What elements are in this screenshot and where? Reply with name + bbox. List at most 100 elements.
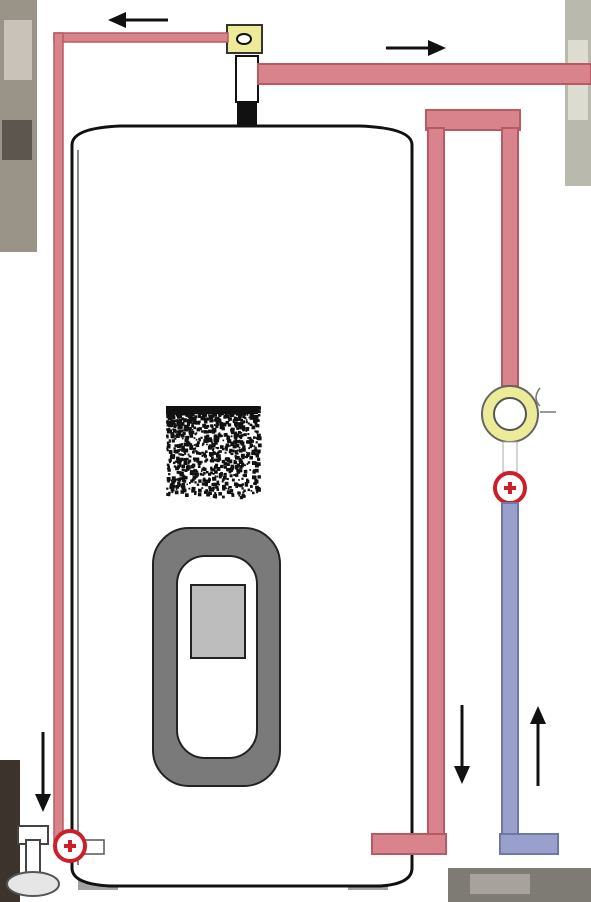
label-speckle bbox=[258, 475, 261, 478]
label-speckle bbox=[231, 467, 233, 469]
label-speckle bbox=[200, 461, 203, 464]
arrow-left-drain bbox=[35, 732, 51, 812]
label-speckle bbox=[189, 428, 192, 431]
label-speckle bbox=[169, 450, 173, 454]
label-speckle bbox=[258, 444, 262, 448]
label-speckle bbox=[246, 419, 248, 421]
label-speckle bbox=[194, 469, 197, 472]
label-speckle bbox=[225, 482, 229, 486]
label-speckle bbox=[201, 487, 203, 489]
label-speckle bbox=[226, 416, 229, 419]
label-speckle bbox=[240, 461, 243, 464]
label-speckle bbox=[250, 445, 252, 447]
label-speckle bbox=[205, 481, 207, 483]
tank-nipple bbox=[236, 56, 258, 102]
label-speckle bbox=[255, 480, 259, 484]
label-speckle bbox=[185, 493, 189, 497]
access-panel-window bbox=[191, 585, 245, 658]
label-speckle bbox=[223, 440, 225, 442]
label-speckle bbox=[249, 456, 253, 460]
label-speckle bbox=[185, 439, 189, 443]
label-speckle bbox=[226, 449, 228, 451]
pump-to-valve-pipe bbox=[503, 442, 517, 472]
label-speckle bbox=[184, 453, 186, 455]
label-speckle bbox=[182, 486, 186, 490]
label-speckle bbox=[187, 465, 191, 469]
label-speckle bbox=[198, 489, 202, 493]
cold-return-pipe bbox=[502, 503, 518, 834]
label-speckle bbox=[222, 460, 225, 463]
label-speckle bbox=[222, 487, 225, 490]
label-speckle bbox=[244, 474, 247, 477]
label-speckle bbox=[189, 434, 193, 438]
label-speckle bbox=[251, 424, 253, 426]
label-speckle bbox=[185, 461, 187, 463]
label-speckle bbox=[208, 430, 212, 434]
label-speckle bbox=[166, 436, 168, 438]
label-speckle bbox=[200, 437, 202, 439]
label-speckle bbox=[254, 472, 256, 474]
label-speckle bbox=[249, 469, 251, 471]
label-speckle bbox=[186, 443, 189, 446]
label-speckle bbox=[246, 456, 249, 459]
label-speckle bbox=[180, 427, 182, 429]
label-speckle bbox=[203, 468, 207, 472]
label-speckle bbox=[234, 461, 238, 465]
label-speckle bbox=[217, 483, 219, 485]
label-speckle bbox=[242, 492, 244, 494]
label-speckle bbox=[223, 474, 225, 476]
label-speckle bbox=[253, 436, 256, 439]
label-speckle bbox=[202, 444, 204, 446]
label-speckle bbox=[199, 439, 201, 441]
label-speckle bbox=[242, 483, 244, 485]
label-speckle bbox=[196, 451, 199, 454]
label-speckle bbox=[171, 435, 174, 438]
label-speckle bbox=[177, 471, 180, 474]
label-speckle bbox=[227, 478, 229, 480]
label-speckle bbox=[172, 476, 176, 480]
label-speckle bbox=[198, 479, 201, 482]
label-speckle bbox=[249, 437, 252, 440]
label-speckle bbox=[199, 465, 201, 467]
label-speckle bbox=[181, 448, 185, 452]
drain-spigot bbox=[26, 840, 40, 876]
label-speckle bbox=[241, 454, 244, 457]
label-speckle bbox=[188, 454, 190, 456]
label-speckle bbox=[176, 486, 179, 489]
pump-impeller bbox=[494, 398, 526, 430]
label-speckle bbox=[204, 437, 207, 440]
label-speckle bbox=[193, 427, 196, 430]
label-speckle bbox=[243, 434, 245, 436]
cold-return-base bbox=[500, 834, 558, 854]
label-speckle bbox=[228, 488, 230, 490]
label-speckle bbox=[187, 484, 189, 486]
label-speckle bbox=[184, 476, 187, 479]
label-speckle bbox=[173, 482, 175, 484]
label-speckle bbox=[230, 453, 232, 455]
label-speckle bbox=[180, 484, 182, 486]
label-speckle bbox=[191, 473, 193, 475]
label-speckle bbox=[256, 441, 258, 443]
label-speckle bbox=[181, 422, 185, 426]
label-speckle bbox=[229, 451, 232, 454]
label-speckle bbox=[251, 440, 254, 443]
label-speckle bbox=[194, 415, 197, 418]
label-speckle bbox=[223, 476, 227, 480]
label-speckle bbox=[256, 454, 259, 457]
label-speckle bbox=[196, 439, 198, 441]
label-speckle bbox=[206, 417, 209, 420]
label-speckle bbox=[235, 422, 239, 426]
label-speckle bbox=[254, 449, 258, 453]
label-speckle bbox=[179, 449, 181, 451]
pump-wire-icon bbox=[536, 388, 556, 412]
label-speckle bbox=[218, 434, 222, 438]
label-speckle bbox=[189, 455, 191, 457]
label-speckle bbox=[229, 468, 233, 472]
label-speckle bbox=[208, 478, 210, 480]
label-speckle bbox=[170, 419, 174, 423]
label-speckle bbox=[233, 474, 235, 476]
label-speckle bbox=[216, 439, 219, 442]
label-speckle bbox=[169, 486, 172, 489]
label-speckle bbox=[256, 491, 258, 493]
